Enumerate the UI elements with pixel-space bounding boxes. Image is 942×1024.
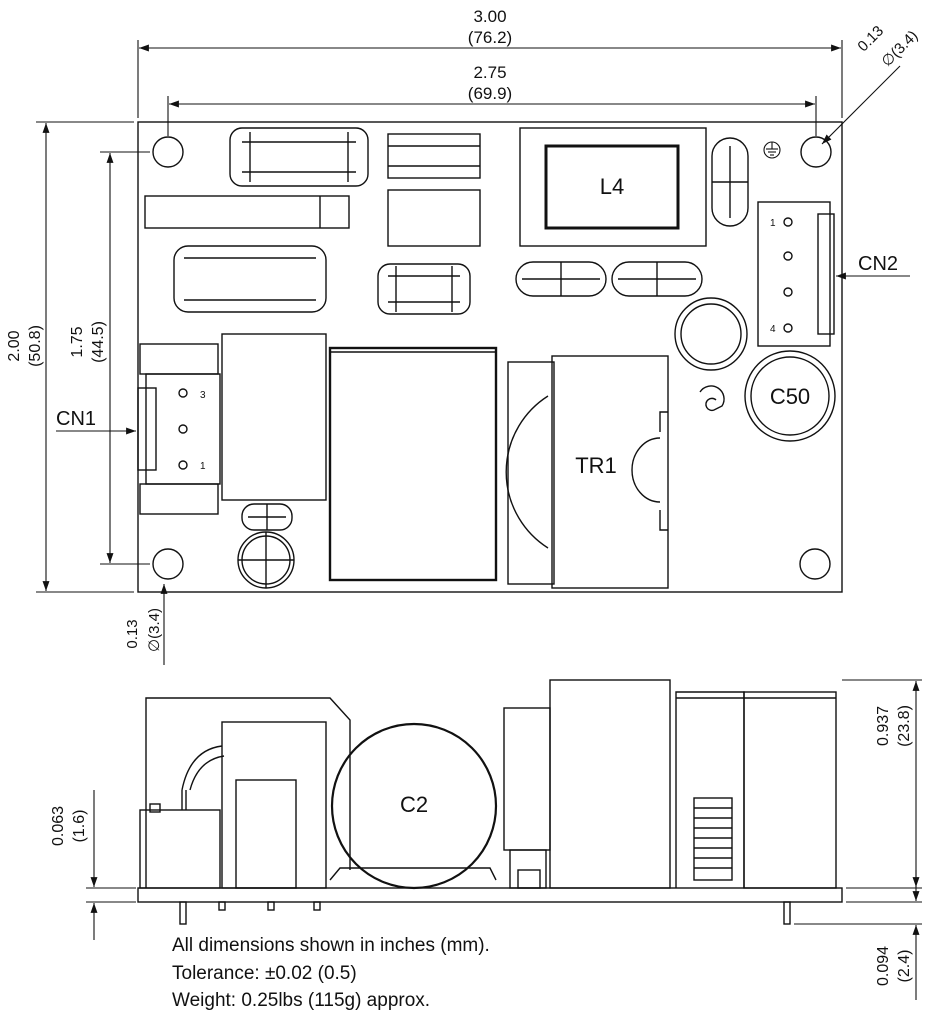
label-cn1: CN1	[56, 408, 96, 430]
capacitor-round	[674, 297, 748, 371]
dim-overall-width-inch: 3.00	[473, 7, 506, 26]
dim-total-height-mm: (23.8)	[896, 705, 913, 747]
mounting-hole-bottom-left	[152, 548, 184, 580]
mounting-hole-bottom-right	[799, 548, 831, 580]
dim-board-thickness-mm: (1.6)	[71, 810, 88, 843]
dim-hole-spacing-x-inch: 2.75	[473, 63, 506, 82]
note-units: All dimensions shown in inches (mm).	[172, 935, 490, 956]
side-view	[137, 679, 843, 925]
notes-block: All dimensions shown in inches (mm). Tol…	[172, 932, 490, 1015]
mounting-hole-top-left	[152, 136, 184, 168]
label-tr1: TR1	[575, 453, 617, 478]
connector-cn1-body	[145, 373, 221, 485]
cn2-pin-1: 1	[770, 218, 776, 229]
ground-icon	[763, 141, 781, 159]
top-view-dimensions	[36, 40, 910, 665]
component-block-3	[387, 189, 481, 247]
dim-pin-length-mm: (2.4)	[896, 950, 913, 983]
label-c50: C50	[770, 384, 810, 409]
pin-3	[267, 901, 275, 911]
pin-5	[783, 901, 791, 925]
component-block-2	[387, 133, 481, 179]
labels: 3.00 (76.2) 2.75 (69.9) 2.00 (50.8) 1.75…	[6, 7, 921, 986]
component-block-4	[173, 245, 327, 313]
transformer-tr1-body	[551, 355, 669, 589]
connector-cn1-latch	[137, 387, 157, 471]
dim-overall-height-mm: (50.8)	[27, 325, 44, 367]
dim-total-height-inch: 0.937	[875, 706, 892, 746]
connector-cn1-side	[139, 809, 221, 889]
note-tolerance: Tolerance: ±0.02 (0.5)	[172, 962, 357, 984]
component-block-5	[377, 263, 471, 315]
dim-overall-height-inch: 2.00	[6, 330, 23, 361]
side-view-dimensions	[86, 679, 922, 1000]
component-block-1	[229, 127, 369, 187]
dim-pin-length-inch: 0.094	[875, 946, 892, 986]
label-cn2: CN2	[858, 253, 898, 275]
dim-hole-spacing-x-mm: (69.9)	[468, 84, 512, 103]
transformer-tr1-winding	[505, 395, 549, 549]
pin-4	[313, 901, 321, 911]
connector-cn2-latch	[817, 213, 835, 335]
capacitor-c2	[330, 722, 498, 890]
dim-hole-bottom-left-inch: 0.13	[124, 619, 141, 648]
dim-hole-spacing-y-inch: 1.75	[69, 326, 86, 357]
pcb-outline-top	[137, 121, 843, 593]
inductor-l4-core	[544, 144, 680, 230]
dim-hole-spacing-y-mm: (44.5)	[90, 321, 107, 363]
top-view	[137, 121, 843, 593]
note-weight: Weight: 0.25lbs (115g) approx.	[172, 990, 431, 1011]
cn2-pin-4: 4	[770, 324, 776, 335]
transformer-side-back	[503, 707, 551, 851]
dim-overall-width-mm: (76.2)	[468, 28, 512, 47]
dim-hole-top-right-inch: 0.13	[854, 22, 887, 55]
transformer-side-body	[549, 679, 671, 889]
cn1-pin-3: 3	[200, 390, 206, 401]
dim-hole-bottom-left-mm: ∅(3.4)	[146, 608, 163, 652]
cn1-pin-1: 1	[200, 461, 206, 472]
pin-1	[179, 901, 187, 925]
coil-small	[699, 385, 725, 412]
dim-board-thickness-inch: 0.063	[50, 806, 67, 846]
label-c2: C2	[400, 792, 428, 817]
coil-spring	[693, 797, 733, 881]
mounting-hole-top-right	[800, 136, 832, 168]
capacitor-right-side	[743, 691, 837, 889]
inductor-l4-frame	[519, 127, 707, 247]
pin-2	[218, 901, 226, 911]
component-block-6	[221, 333, 327, 501]
transformer-tr1-back	[507, 361, 555, 585]
capacitor-bulk-top	[328, 346, 498, 582]
component-strip	[144, 195, 350, 229]
capacitor-c50-inner	[750, 356, 830, 436]
pcb-side	[137, 887, 843, 903]
capacitor-c50-outer	[744, 350, 836, 442]
side-outline-left	[145, 697, 351, 888]
connector-cn2-body	[757, 201, 831, 347]
label-l4: L4	[600, 174, 624, 199]
leader-hole-top-right	[821, 65, 901, 145]
component-block-side	[221, 721, 327, 889]
